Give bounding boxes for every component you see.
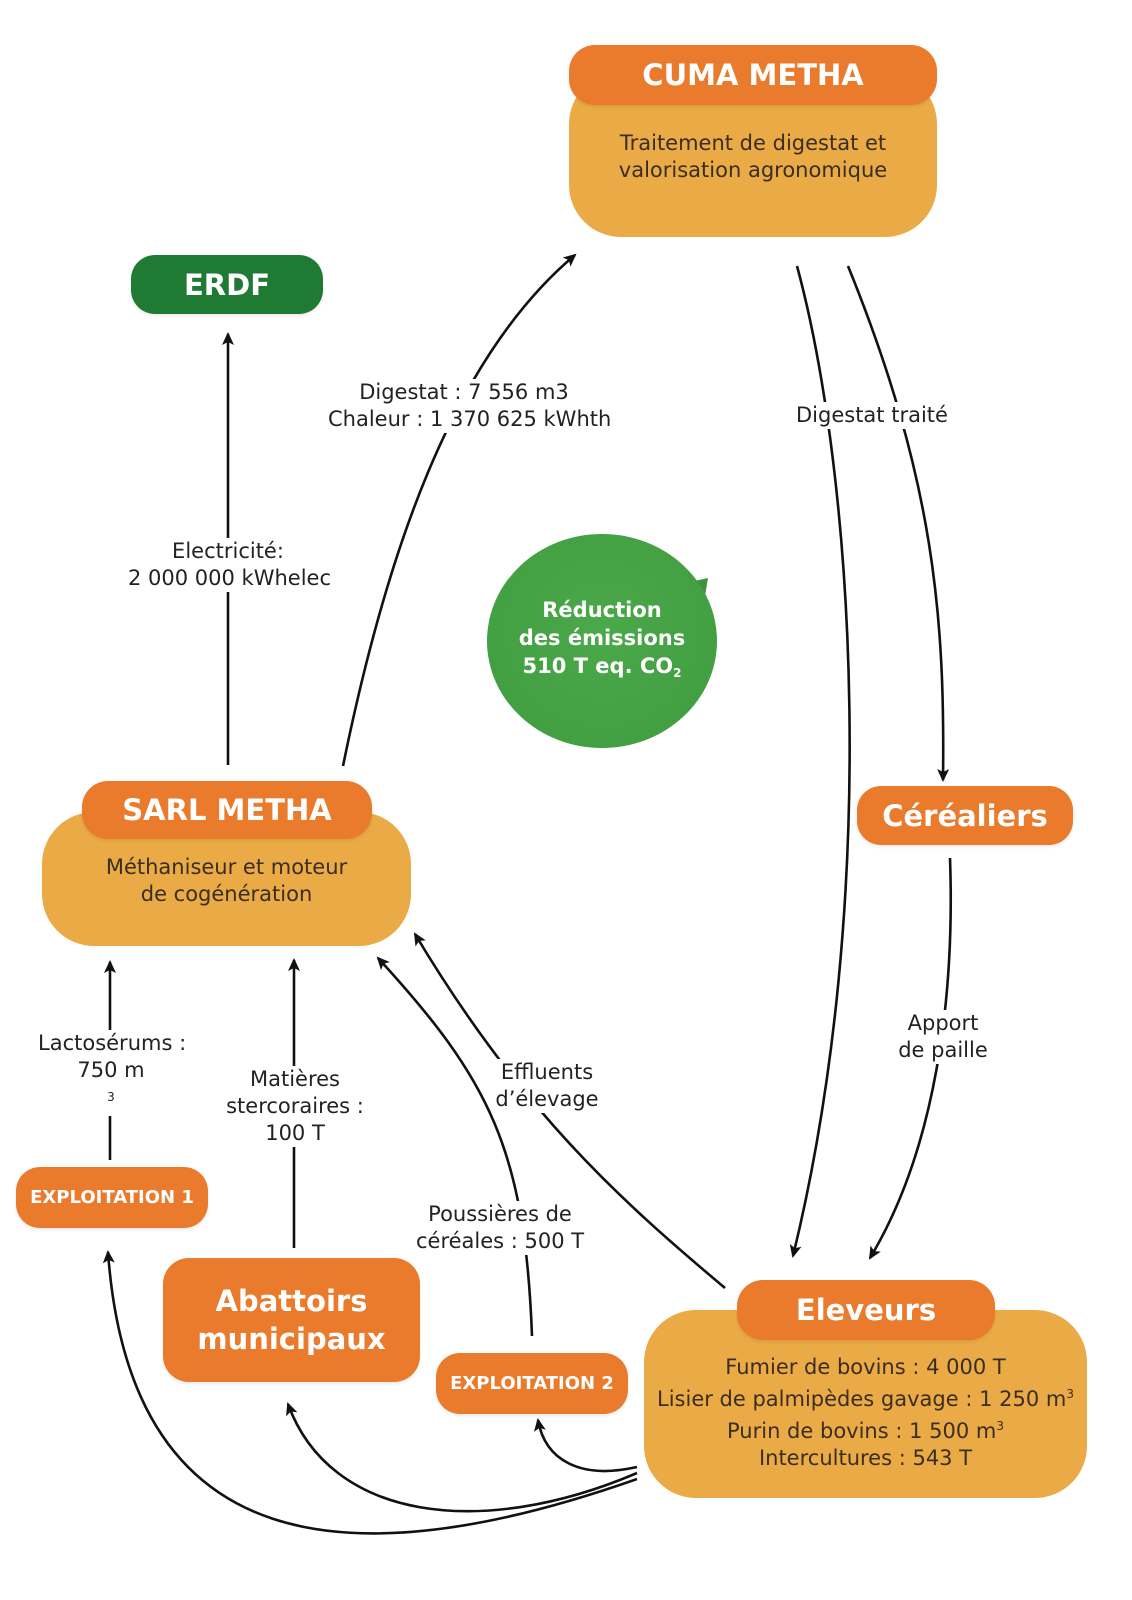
eleveurs-line-intercultures: Intercultures : 543 T — [758, 1446, 973, 1470]
cuma-desc-line-1: Traitement de digestat et — [619, 131, 887, 155]
reduction-line-2: des émissions — [518, 625, 686, 650]
arrow-exploitation2-to-sarl — [376, 956, 534, 1337]
eleveurs-title: Eleveurs — [737, 1280, 995, 1340]
sarl-desc-line-1: Méthaniseur et moteur — [105, 855, 348, 879]
exploitation-2-node: EXPLOITATION 2 — [436, 1353, 628, 1414]
eleveurs-line-fumier: Fumier de bovins : 4 000 T — [725, 1355, 1006, 1379]
label-electricite: Electricité:2 000 000 kWhelec — [128, 538, 332, 592]
arrow-cuma-to-cerealiers — [846, 265, 950, 782]
cuma-description: Traitement de digestat et valorisation a… — [569, 130, 937, 184]
sarl-desc-line-2: de cogénération — [140, 882, 313, 906]
sarl-description: Méthaniseur et moteur de cogénération — [42, 854, 411, 908]
cerealiers-node: Céréaliers — [857, 786, 1073, 845]
reduction-line-1: Réduction — [542, 597, 662, 622]
arrow-sarl-to-cuma — [341, 253, 577, 767]
sarl-metha-title: SARL METHA — [82, 781, 372, 839]
reduction-line-3: 510 T eq. CO2 — [522, 653, 682, 680]
label-digestat-traite: Digestat traité — [796, 402, 948, 429]
co2-subscript: 2 — [673, 665, 682, 680]
eleveurs-line-purin: Purin de bovins : 1 500 m3 — [727, 1419, 1004, 1443]
abattoirs-title-line-2: municipaux — [197, 1322, 386, 1356]
cuma-metha-title: CUMA METHA — [569, 45, 937, 105]
arrow-eleveurs-to-exploitation2 — [533, 1418, 638, 1473]
exploitation-1-node: EXPLOITATION 1 — [16, 1167, 208, 1228]
abattoirs-title-line-1: Abattoirs — [215, 1284, 368, 1318]
arrow-cuma-to-eleveurs — [789, 265, 851, 1258]
reduction-emissions-circle: Réduction des émissions 510 T eq. CO2 — [487, 534, 717, 748]
erdf-node: ERDF — [131, 255, 323, 314]
eleveurs-node: Fumier de bovins : 4 000 T Lisier de pal… — [644, 1310, 1087, 1498]
arrow-eleveurs-to-exploitation1 — [102, 1250, 638, 1535]
eleveurs-line-lisier: Lisier de palmipèdes gavage : 1 250 m3 — [657, 1387, 1074, 1411]
arrow-eleveurs-to-sarl — [413, 932, 726, 1289]
eleveurs-details: Fumier de bovins : 4 000 T Lisier de pal… — [644, 1354, 1087, 1472]
arrow-cerealiers-to-eleveurs — [868, 857, 953, 1260]
arrow-eleveurs-to-abattoirs — [286, 1402, 638, 1513]
abattoirs-node: Abattoirs municipaux — [163, 1258, 420, 1382]
cuma-desc-line-2: valorisation agronomique — [618, 158, 888, 182]
